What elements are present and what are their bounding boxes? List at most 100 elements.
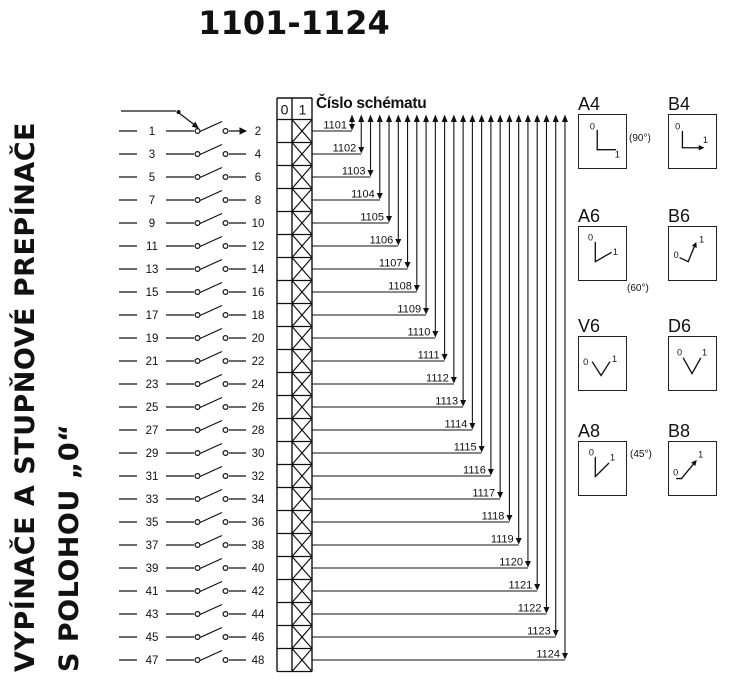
left-terminal-number: 37: [146, 540, 159, 552]
left-terminal-number: 35: [146, 517, 159, 529]
position-indicator-a8: A8 0 1: [578, 421, 627, 496]
svg-text:0: 0: [588, 233, 593, 243]
table-header-0: 0: [281, 102, 289, 118]
left-terminal-number: 47: [146, 655, 159, 667]
svg-text:0: 0: [677, 347, 682, 357]
position-box: 0 1: [578, 336, 627, 391]
svg-text:1: 1: [698, 449, 703, 459]
right-terminal-number: 46: [252, 632, 265, 644]
right-terminal-number: 8: [255, 195, 261, 207]
position-indicator-b4: B4 0 1: [668, 94, 717, 169]
left-terminal-number: 1: [149, 126, 155, 138]
svg-text:0: 0: [674, 250, 679, 260]
b8-position-icon: 0 1: [673, 449, 703, 480]
right-terminal-number: 26: [252, 402, 265, 414]
a6-position-icon: 0 1: [588, 233, 618, 263]
schema-number: 1104: [351, 189, 375, 201]
left-terminal-number: 3: [149, 149, 155, 161]
schema-number: 1105: [360, 212, 384, 224]
right-terminal-number: 34: [252, 494, 265, 506]
position-box: 0 1: [578, 441, 627, 496]
position-box: 0 1: [578, 114, 627, 169]
position-code: B4: [668, 94, 691, 114]
right-terminal-number: 22: [252, 356, 265, 368]
v6-position-icon: 0 1: [583, 354, 617, 377]
b4-position-icon: 0 1: [675, 122, 708, 151]
table-header-1: 1: [299, 102, 307, 118]
schema-number: 1103: [342, 166, 366, 178]
schema-number: 1119: [491, 534, 514, 546]
schema-number: 1110: [407, 327, 430, 339]
left-terminal-number: 43: [146, 609, 159, 621]
schema-number: 1124: [536, 649, 560, 661]
right-terminal-number: 42: [252, 586, 265, 598]
svg-text:1: 1: [702, 347, 707, 357]
right-terminal-number: 44: [252, 609, 265, 621]
angle-note-45: (45°): [630, 449, 652, 460]
left-terminal-number: 29: [146, 448, 159, 460]
left-terminal-number: 15: [146, 287, 159, 299]
position-code: B8: [668, 421, 691, 441]
left-terminal-number: 19: [146, 333, 159, 345]
schema-number: 1115: [454, 442, 477, 454]
position-indicator-b8: B8 0 1: [668, 421, 717, 496]
right-terminal-number: 2: [255, 126, 261, 138]
right-terminal-number: 20: [252, 333, 265, 345]
a8-position-icon: 0 1: [589, 448, 615, 478]
schema-number: 1122: [518, 603, 542, 615]
svg-text:0: 0: [673, 468, 678, 478]
position-box: 0 1: [668, 441, 717, 496]
right-terminal-number: 40: [252, 563, 265, 575]
position-indicator-d6: D6 0 1: [668, 316, 717, 391]
right-terminal-number: 18: [252, 310, 265, 322]
position-box: 0 1: [668, 114, 717, 169]
svg-text:1: 1: [612, 354, 617, 364]
position-box: 0 1: [668, 226, 717, 281]
svg-text:1: 1: [613, 247, 618, 257]
schema-number: 1109: [397, 304, 421, 316]
a4-position-icon: 0 1: [590, 122, 620, 160]
left-terminal-number: 23: [146, 379, 159, 391]
left-terminal-number: 7: [149, 195, 155, 207]
d6-position-icon: 0 1: [677, 347, 707, 375]
right-terminal-number: 28: [252, 425, 265, 437]
svg-text:1: 1: [703, 135, 708, 145]
position-box: 0 1: [668, 336, 717, 391]
left-terminal-number: 41: [146, 586, 159, 598]
left-terminal-number: 31: [146, 471, 159, 483]
left-terminal-number: 27: [146, 425, 159, 437]
b6-position-icon: 0 1: [674, 234, 704, 263]
schema-number: 1111: [418, 350, 440, 362]
right-terminal-number: 30: [252, 448, 265, 460]
svg-text:1: 1: [615, 149, 620, 159]
position-code: A4: [578, 94, 601, 114]
left-terminal-number: 45: [146, 632, 159, 644]
schema-number: 1121: [509, 580, 533, 592]
position-code: D6: [668, 316, 692, 336]
angle-note-90: (90°): [629, 133, 651, 144]
schema-number: 1117: [472, 488, 495, 500]
angle-note-60: (60°): [627, 283, 649, 294]
schema-number: 1116: [463, 465, 486, 477]
left-terminal-number: 17: [146, 310, 159, 322]
svg-text:1: 1: [699, 234, 704, 244]
position-indicator-v6: V6 0 1: [578, 316, 627, 391]
svg-text:0: 0: [675, 122, 680, 132]
right-terminal-number: 16: [252, 287, 265, 299]
right-terminal-number: 32: [252, 471, 265, 483]
schema-number: 1112: [426, 373, 449, 385]
right-terminal-number: 36: [252, 517, 265, 529]
left-terminal-number: 21: [146, 356, 159, 368]
position-indicator-a6: A6 0 1: [578, 206, 627, 281]
schema-number: 1118: [482, 511, 505, 523]
svg-text:0: 0: [590, 122, 595, 132]
svg-text:1: 1: [610, 452, 615, 462]
right-terminal-number: 14: [252, 264, 265, 276]
left-terminal-number: 13: [146, 264, 159, 276]
schema-number: 1102: [333, 143, 357, 155]
left-terminal-number: 25: [146, 402, 159, 414]
schema-number: 1108: [388, 281, 412, 293]
right-terminal-number: 4: [255, 149, 262, 161]
